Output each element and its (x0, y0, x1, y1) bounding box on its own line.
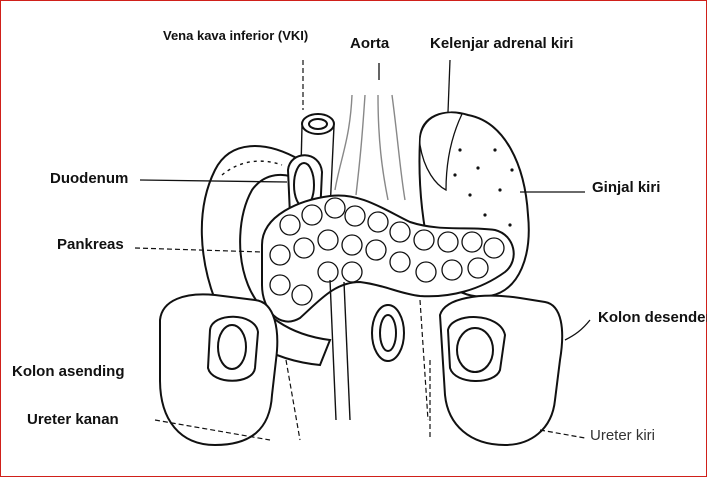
mesenteric-vessel (330, 280, 428, 420)
label-pankreas: Pankreas (57, 236, 124, 253)
adrenal-leader (448, 60, 450, 112)
label-ureter-kiri: Ureter kiri (590, 427, 655, 444)
kolon-asending (160, 294, 277, 445)
label-kolon-desenden: Kolon desenden (598, 309, 707, 326)
label-ginjal: Ginjal kiri (592, 179, 660, 196)
label-kolon-asending: Kolon asending (12, 363, 125, 380)
label-aorta: Aorta (350, 35, 390, 52)
label-adrenal: Kelenjar adrenal kiri (430, 35, 573, 52)
label-vci: Vena kava inferior (VKI) (163, 28, 308, 43)
aorta-vessel (335, 63, 405, 200)
kolon-desenden (440, 296, 590, 445)
label-duodenum: Duodenum (50, 170, 128, 187)
label-ureter-kanan: Ureter kanan (27, 411, 119, 428)
